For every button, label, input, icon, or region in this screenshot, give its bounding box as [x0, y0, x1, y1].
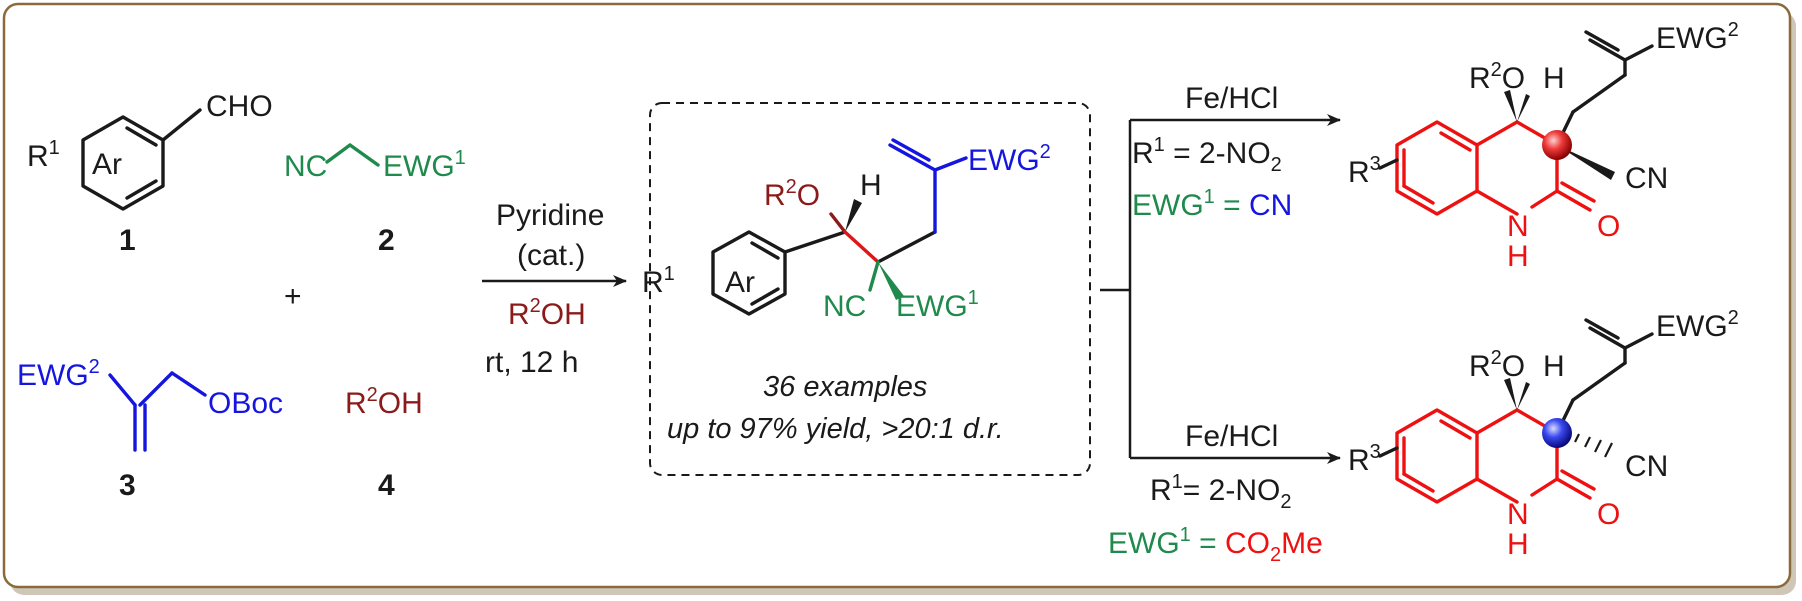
yield-dr: up to 97% yield, >20:1 d.r.: [667, 413, 1004, 445]
bottom-cond-ewg1: EWG1 = CO2Me: [1108, 524, 1323, 566]
cmpd1-cho: CHO: [206, 90, 273, 123]
top-cond-r1: R1 = 2-NO2: [1132, 134, 1282, 176]
cmpd4-r2oh: R2OH: [345, 384, 423, 420]
top-nh-n: N: [1507, 210, 1529, 243]
product-ring-label: Ar: [725, 266, 755, 299]
cmpd1-ring-label: Ar: [92, 148, 122, 181]
product-nc: NC: [823, 290, 866, 323]
compound-1: Ar R1 CHO 1: [27, 90, 273, 257]
cmpd1-number: 1: [119, 224, 136, 257]
cmpd3-oboc: OBoc: [208, 387, 283, 420]
catalyst-note: (cat.): [517, 239, 585, 272]
blue-stereocenter-sphere: [1542, 418, 1572, 448]
cmpd1-r1: R1: [27, 137, 60, 173]
cmpd4-number: 4: [378, 469, 395, 502]
compound-2: NC EWG1 2: [284, 143, 466, 257]
bottom-nh-h: H: [1507, 528, 1529, 561]
product-r2o: R2O: [764, 176, 820, 212]
cmpd2-nc: NC: [284, 150, 327, 183]
top-cond-ewg1: EWG1 = CN: [1132, 186, 1292, 222]
product-box: R1 Ar R2O H EWG2 NC EWG1 36 examples up …: [642, 102, 1091, 476]
bottom-cond-r1: R1= 2-NO2: [1150, 471, 1291, 513]
branch-arrows: [1100, 114, 1341, 464]
bottom-r2o: R2O: [1469, 347, 1525, 383]
product-r1: R1: [642, 263, 675, 299]
top-r2o: R2O: [1469, 59, 1525, 95]
bottom-nh-n: N: [1507, 498, 1529, 531]
product-ewg1: EWG1: [896, 287, 979, 323]
plus-sign: +: [284, 280, 302, 313]
cmpd2-number: 2: [378, 224, 395, 257]
top-product: R2O H R3 EWG2 CN N H O: [1348, 19, 1739, 273]
reaction-arrow-1: Pyridine (cat.) R2OH rt, 12 h: [482, 199, 627, 379]
solvent-label: R2OH: [508, 295, 586, 331]
top-cn: CN: [1625, 162, 1668, 195]
compound-4: R2OH 4: [345, 384, 423, 502]
top-h: H: [1543, 62, 1565, 95]
bottom-product: R2O H R3 EWG2 CN N H O: [1348, 307, 1739, 561]
temp-time-label: rt, 12 h: [485, 346, 578, 379]
examples-count: 36 examples: [763, 371, 927, 403]
cmpd2-ewg1: EWG1: [383, 147, 466, 183]
cmpd3-number: 3: [119, 469, 136, 502]
top-conditions: Fe/HCl R1 = 2-NO2 EWG1 = CN: [1132, 82, 1292, 222]
cmpd3-ewg2: EWG2: [17, 356, 100, 392]
top-nh-h: H: [1507, 240, 1529, 273]
red-stereocenter-sphere: [1542, 130, 1572, 160]
catalyst-label: Pyridine: [496, 199, 604, 232]
bottom-o: O: [1597, 498, 1620, 531]
top-r3: R3: [1348, 153, 1381, 189]
top-ewg2: EWG2: [1656, 19, 1739, 55]
product-h: H: [860, 169, 882, 202]
bottom-conditions: Fe/HCl R1= 2-NO2 EWG1 = CO2Me: [1108, 420, 1323, 566]
bottom-ewg2: EWG2: [1656, 307, 1739, 343]
bottom-reagent: Fe/HCl: [1185, 420, 1278, 453]
bottom-cn: CN: [1625, 450, 1668, 483]
product-ewg2: EWG2: [968, 141, 1051, 177]
compound-3: EWG2 OBoc 3: [17, 356, 283, 502]
top-reagent: Fe/HCl: [1185, 82, 1278, 115]
bottom-r3: R3: [1348, 441, 1381, 477]
bottom-h: H: [1543, 350, 1565, 383]
top-o: O: [1597, 210, 1620, 243]
